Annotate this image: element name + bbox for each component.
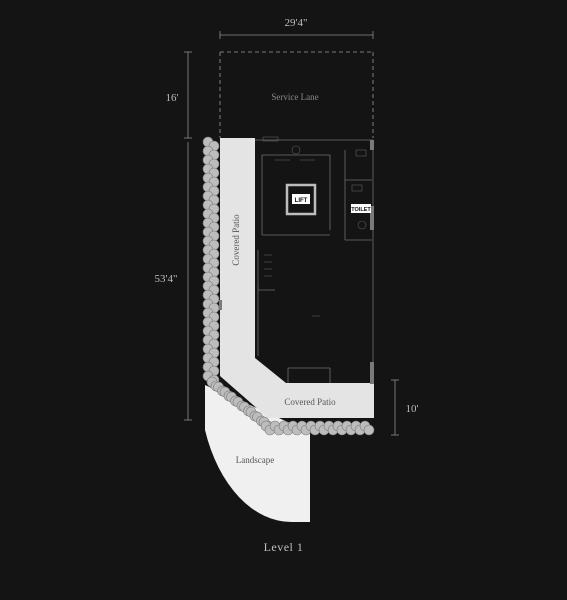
lift-shaft [285,183,317,216]
building-walls [255,139,374,383]
patio-depth-label: 10' [406,403,419,415]
width-dimension-label: 29'4" [285,17,308,29]
left-dimension-lines [184,51,192,421]
covered-patio-horizontal-label: Covered Patio [284,397,336,407]
main-depth-label: 53'4" [155,273,178,285]
landscape-area [205,385,310,523]
covered-patio [220,138,374,418]
service-lane-label: Service Lane [271,92,318,102]
interior-details [262,136,367,317]
shrub [363,424,375,436]
lift-label: LIFT [295,198,308,204]
toilet-label-box [351,204,371,213]
level-title: Level 1 [263,540,304,554]
shrub-border [202,136,375,436]
right-wall-segments [219,140,374,384]
service-lane-depth-label: 16' [166,92,179,104]
width-dimension [219,31,374,39]
patio-dimension-lines [391,379,399,436]
service-lane-boundary [219,51,374,138]
covered-patio-vertical-label: Covered Patio [231,214,241,266]
landscape-label: Landscape [236,455,274,465]
toilet-label: TOILET [351,207,371,213]
lift-label-box [292,194,310,204]
